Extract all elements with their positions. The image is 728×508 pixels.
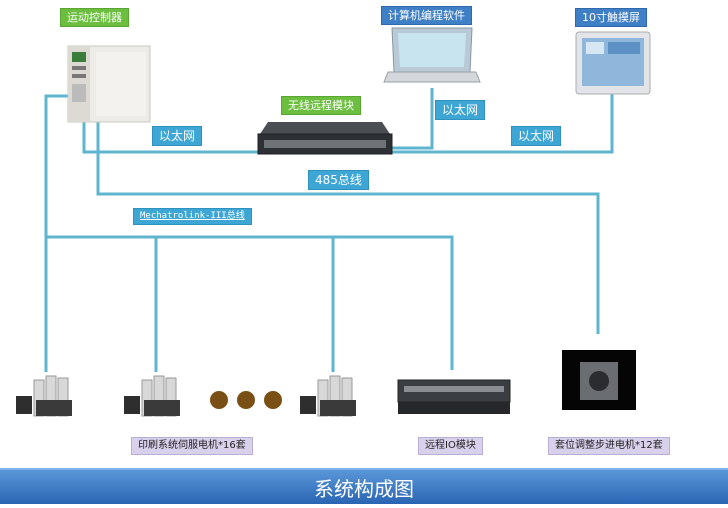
diagram-title: 系统构成图 — [314, 477, 414, 501]
servo-group-2 — [124, 375, 180, 417]
ellipsis-dots — [210, 391, 282, 409]
mechatrolink-label: Mechatrolink-III总线 — [133, 208, 252, 225]
programming-pc — [383, 27, 481, 83]
connection-lines — [44, 88, 614, 372]
ethernet-line — [82, 110, 262, 154]
servo-label: 印刷系统伺服电机*16套 — [131, 437, 253, 455]
touchscreen-device — [575, 31, 651, 95]
diagram-title-bar: 系统构成图 — [0, 468, 728, 504]
ethernet-line-pc — [390, 88, 434, 150]
rs485-line — [96, 112, 600, 334]
ethernet-label-left: 以太网 — [152, 126, 203, 146]
remote-io-label: 远程IO模块 — [418, 437, 483, 455]
stepper-motor-device — [562, 350, 636, 410]
ethernet-line-touch — [390, 94, 614, 154]
stepper-label: 套位调整步进电机*12套 — [548, 437, 670, 455]
wireless-switch — [257, 122, 393, 155]
servo-group-3 — [300, 375, 356, 417]
software-label: 计算机编程软件 — [381, 6, 472, 25]
remote-io-device — [397, 379, 511, 414]
wireless-label: 无线远程模块 — [281, 96, 361, 115]
servo-group-1 — [16, 375, 72, 417]
rs485-label: 485总线 — [308, 170, 369, 190]
ethernet-label-center: 以太网 — [435, 100, 486, 120]
ethernet-label-right: 以太网 — [511, 126, 562, 146]
touchscreen-label: 10寸触摸屏 — [575, 8, 647, 27]
controller-label: 运动控制器 — [60, 8, 129, 27]
motion-controller — [67, 45, 151, 123]
